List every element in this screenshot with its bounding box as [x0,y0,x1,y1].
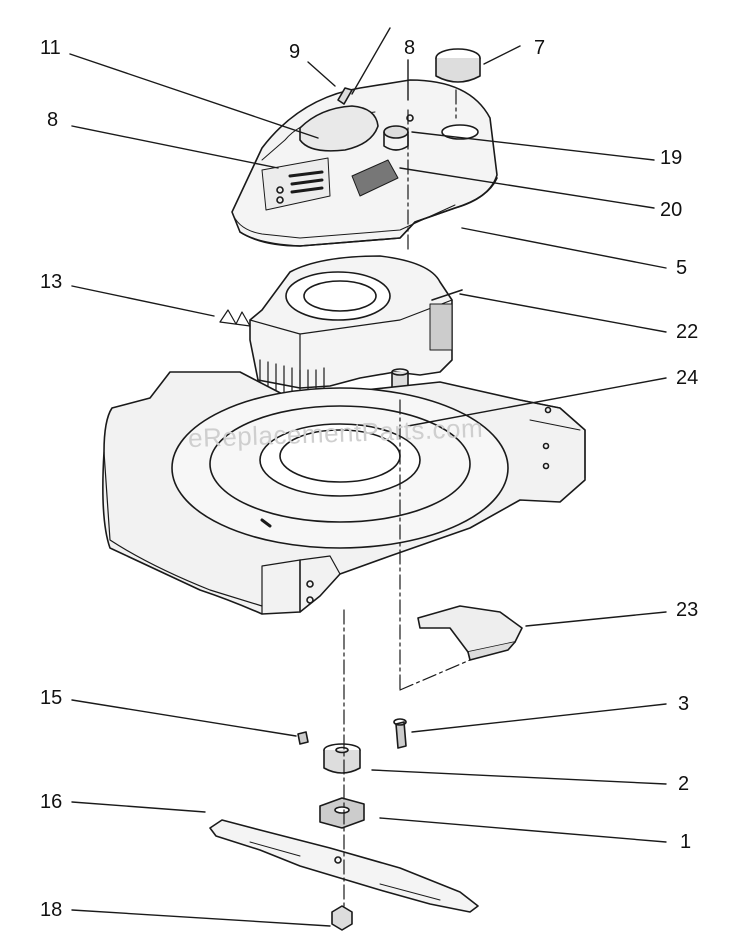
callout-16: 16 [40,791,63,813]
vent-grille [351,159,399,197]
engine [219,255,463,407]
callout-5: 5 [676,257,688,279]
mower-deck [102,371,586,615]
callout-15: 15 [40,687,63,709]
bolt-3 [393,718,407,749]
callout-1: 1 [680,831,692,853]
callout-23: 23 [676,599,699,621]
callout-13: 13 [40,271,63,293]
callout-19: 19 [660,147,683,169]
baffle [417,605,523,661]
callout-7: 7 [534,37,546,59]
callout-9: 9 [289,41,301,63]
leader-lines [69,27,667,927]
gas-cap [435,48,481,140]
spring [219,309,251,327]
assembly-lines [343,89,471,911]
nut [331,905,353,931]
adapter [323,743,361,774]
callout-24: 24 [676,367,699,389]
callout-18: 18 [40,899,63,921]
callout-8-top: 8 [404,37,416,59]
callout-8-left: 8 [47,109,59,131]
callout-2: 2 [678,773,690,795]
stiffener [319,797,365,829]
callout-20: 20 [660,199,683,221]
callout-22: 22 [676,321,699,343]
engine-cover [231,48,498,247]
bolt-15 [297,731,309,745]
callout-3: 3 [678,693,690,715]
callout-11: 11 [40,37,61,59]
